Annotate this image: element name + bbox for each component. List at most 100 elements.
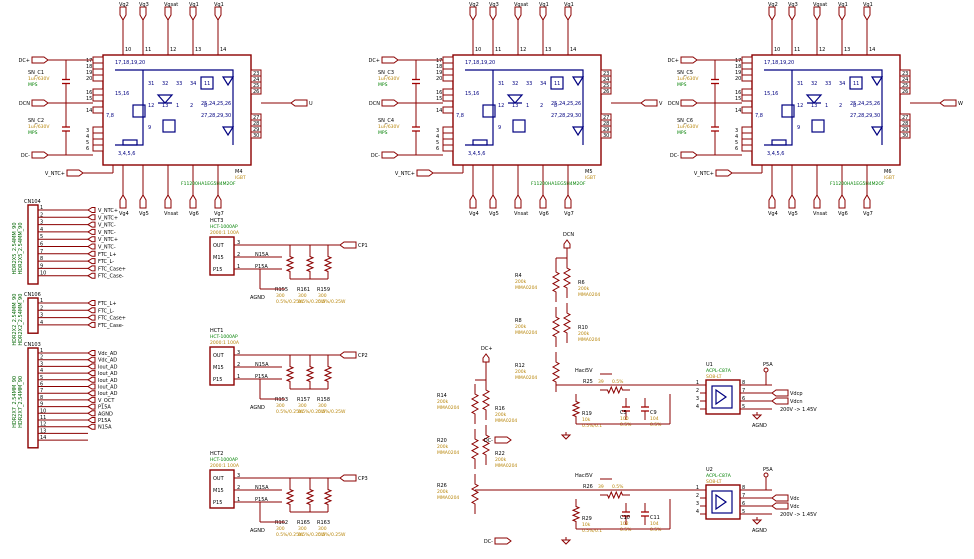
module-pin (442, 62, 454, 70)
module-partnumber: F11200HA1EG5H4M2OF (830, 181, 885, 187)
resistor (600, 490, 630, 500)
resistor (481, 380, 491, 420)
pin-number: 5 (436, 140, 439, 146)
inner-pin-label: 27,28,29,30 (201, 113, 231, 119)
resistor-zigzag (305, 249, 315, 279)
ntc-symbol (472, 139, 488, 146)
pin-number: 30 (902, 133, 908, 139)
net-label: N15A (255, 362, 269, 368)
resistor-value: 300 (298, 403, 307, 409)
net-flag-shape (482, 353, 490, 363)
pin-number: 7 (40, 249, 43, 255)
inner-pin-label: 25,24,25,26 (850, 101, 880, 107)
pin-number: 2 (40, 355, 43, 361)
resistor (481, 425, 491, 465)
net-flag-label: DCN (668, 101, 679, 107)
cap-type: MPS (378, 130, 388, 136)
net-flag-shape (31, 56, 49, 64)
cap-value: 100 (620, 416, 629, 422)
inner-pin-label: 15,16 (115, 91, 129, 97)
pin-number: 10 (774, 47, 780, 53)
sensor-desc: 2000:1 100A (210, 230, 240, 236)
module-pin (442, 94, 454, 102)
pin-number: 12 (520, 47, 526, 53)
net-flag-shape (66, 169, 84, 177)
resistor-value: 200k (437, 444, 449, 450)
resistor-zigzag (551, 262, 561, 302)
pin-number: 5 (40, 234, 43, 240)
resistor-zigzag (285, 359, 295, 389)
net-flag-shape (680, 151, 698, 159)
pin-number: 32 (162, 81, 168, 87)
ground-symbol (560, 537, 572, 545)
resistor-tolerance: 0.5%/0.25W (298, 409, 326, 415)
net-flag-shape (87, 258, 96, 265)
module-ref: M5 (585, 169, 593, 175)
pin-number: 7 (40, 388, 43, 394)
pin-number: 1 (696, 485, 699, 491)
capacitor (622, 503, 630, 525)
net-label: AGND (98, 411, 113, 417)
pin-number: 5 (40, 375, 43, 381)
pin-number: 7 (742, 388, 745, 394)
pin-number: 9 (40, 402, 43, 408)
pin-number: 8 (40, 256, 43, 262)
pin-number: 13 (844, 47, 850, 53)
inner-pin-label: 7,8 (106, 113, 114, 119)
cap-tolerance: 0.5% (620, 527, 632, 533)
gate-pin-flag (539, 6, 547, 21)
net-flag: DC- (371, 151, 399, 159)
agnd-label: AGND (752, 528, 767, 534)
pin-number: 13 (195, 47, 201, 53)
gate-pin-label: Vg5 (489, 211, 499, 217)
net-label: FTC_L- (98, 259, 114, 265)
ntc-symbol (122, 139, 138, 146)
pin-number: 12 (819, 47, 825, 53)
resistor-ref: R4 (515, 273, 522, 279)
gate-pin-flag (214, 194, 222, 209)
net-flag-label: DC- (484, 438, 493, 444)
resistor (470, 429, 480, 469)
pin-number: 4 (40, 320, 43, 326)
pin-number: 4 (735, 134, 738, 140)
module-part: IGBT (884, 175, 895, 181)
resistor-ref: R25 (583, 379, 593, 385)
module-pin (741, 106, 753, 114)
net-flag: V_NTC+ (45, 169, 84, 177)
resistor-tolerance: MMA0204 (437, 405, 459, 411)
net-flag-label: Vdcn (790, 399, 803, 405)
gate-pin-label: Vnsat (813, 211, 827, 217)
pin-number: 33 (825, 81, 831, 87)
inner-pin-label: 3,4,5,6 (468, 151, 486, 157)
scaling-note: 200V -> 1.45V (780, 512, 817, 518)
gate-pin-label: Vg1 (564, 2, 574, 8)
cap-ref: SN_C2 (28, 118, 44, 124)
amp-ref: U1 (706, 362, 713, 368)
pin-number: 1 (825, 103, 828, 109)
net-label: Vdc_AD (98, 351, 117, 357)
resistor-value: 300 (318, 293, 327, 299)
net-label: Iout_AD (98, 371, 118, 377)
amp-part: ACPL-C87A (706, 368, 732, 374)
net-flag: Vdcp (771, 389, 803, 397)
supply-terminal (763, 367, 769, 373)
pin-number: 3 (237, 350, 240, 356)
gate-pin-label: Vnsat (164, 211, 178, 217)
resistor-value: 300 (276, 526, 285, 532)
net-flag-shape (87, 250, 96, 257)
gate-pin-flag (768, 6, 776, 21)
net-flag-shape (87, 321, 96, 328)
pin-number: 17 (86, 58, 92, 64)
pin-number: 9 (40, 263, 43, 269)
module-pin (92, 144, 104, 152)
net-label: DCN (563, 232, 574, 238)
net-flag-shape (87, 417, 96, 423)
net-flag-shape (87, 363, 96, 370)
switch-symbol (482, 104, 496, 118)
gate-pin-label: Vg3 (139, 2, 149, 8)
switch-symbol (811, 119, 825, 133)
